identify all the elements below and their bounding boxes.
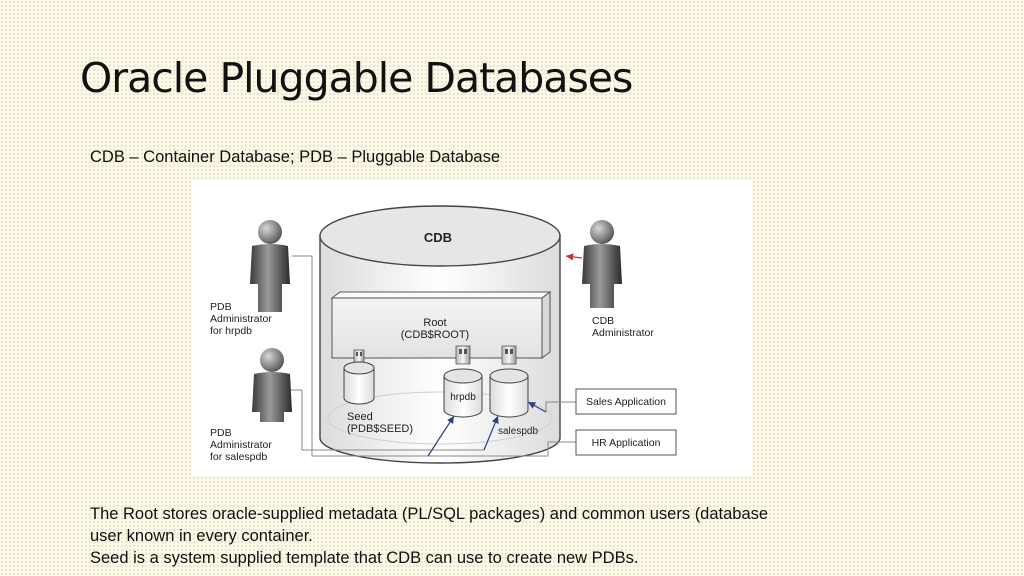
seed-label-line1: Seed: [347, 411, 373, 423]
pdb-admin-salespdb-label-2: Administrator: [210, 439, 272, 451]
pdb-admin-hrpdb-person-icon: [250, 220, 290, 312]
pdb-admin-hrpdb-label-2: Administrator: [210, 313, 272, 325]
connector-lines: [284, 255, 576, 457]
root-container: [330, 291, 552, 359]
hrpdb-cylinder: [443, 345, 483, 418]
sales-application-box: [575, 388, 677, 415]
cdb-label: CDB: [424, 230, 452, 245]
root-label-line1: Root: [423, 317, 446, 329]
sales-application-label: Sales Application: [586, 396, 666, 408]
cdb-architecture-diagram: CDB Root (CDB$ROOT) Seed (PDB$SEED) hrpd…: [192, 180, 752, 476]
body-line-3: Seed is a system supplied template that …: [90, 549, 639, 567]
cdb-admin-person-icon: [582, 220, 622, 308]
pdb-admin-hrpdb-label-1: PDB: [210, 301, 232, 313]
hr-application-label: HR Application: [592, 437, 661, 449]
salespdb-arrow: [483, 415, 499, 451]
body-line-1: The Root stores oracle-supplied metadata…: [90, 505, 769, 523]
seed-label-line2: (PDB$SEED): [347, 423, 413, 435]
hr-arrow: [427, 415, 455, 457]
cdb-admin-label-1: CDB: [592, 315, 614, 327]
cdb-admin-arrow: [565, 253, 583, 261]
body-line-2: user known in every container.: [90, 527, 313, 545]
slide-title: Oracle Pluggable Databases: [80, 54, 633, 102]
hr-application-box: [575, 429, 677, 456]
pdb-admin-hrpdb-label-3: for hrpdb: [210, 325, 252, 337]
hrpdb-label: hrpdb: [450, 392, 476, 403]
salespdb-label: salespdb: [498, 426, 538, 437]
pdb-admin-salespdb-label-1: PDB: [210, 427, 232, 439]
slide-body: The Root stores oracle-supplied metadata…: [90, 503, 850, 569]
root-label-line2: (CDB$ROOT): [401, 329, 469, 341]
seed-pdb-cylinder: [343, 349, 375, 405]
cdb-admin-label-2: Administrator: [592, 327, 654, 339]
pdb-admin-salespdb-label-3: for salespdb: [210, 451, 267, 463]
salespdb-cylinder: [489, 345, 529, 418]
slide-subtitle: CDB – Container Database; PDB – Pluggabl…: [90, 148, 500, 166]
pdb-admin-salespdb-person-icon: [252, 348, 292, 422]
sales-app-arrow: [527, 401, 547, 413]
